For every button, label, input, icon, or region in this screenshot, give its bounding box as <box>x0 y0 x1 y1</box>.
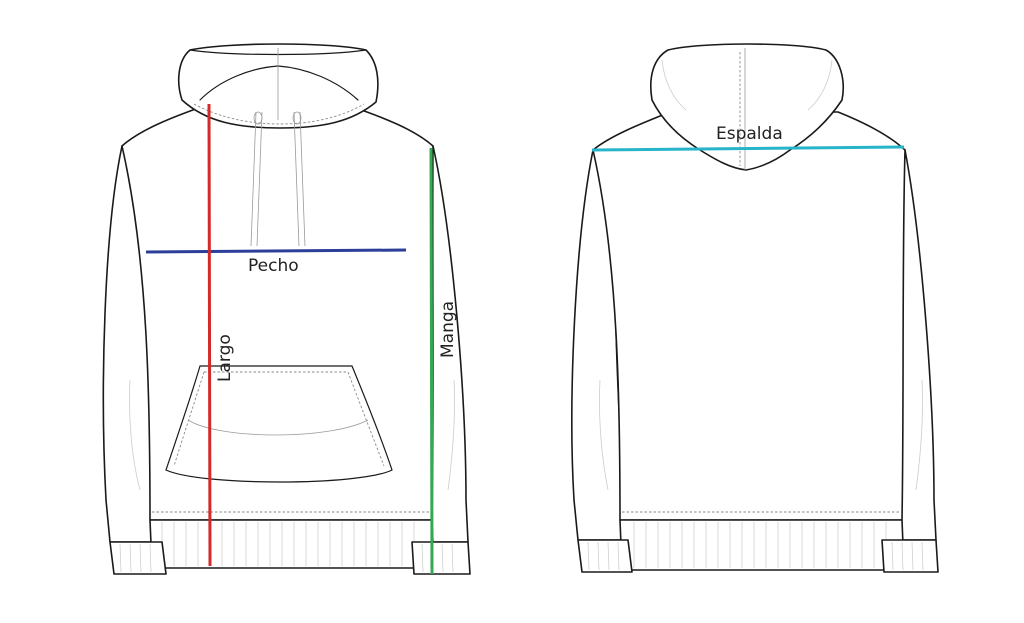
length-label: Largo <box>215 334 235 382</box>
sleeve-measure-line <box>429 147 434 575</box>
front-hem-rib-lines <box>161 522 415 566</box>
chest-measure-line <box>145 248 407 254</box>
chest-label: Pecho <box>248 256 299 276</box>
hoodie-back-view <box>571 43 939 573</box>
back-width-measure-line <box>591 145 905 152</box>
hoodie-front-view <box>102 43 471 575</box>
length-measure-line <box>207 103 212 567</box>
sleeve-label: Manga <box>438 301 458 358</box>
back-cuff-rib-lines <box>587 541 924 571</box>
back-width-label: Espalda <box>716 124 783 144</box>
